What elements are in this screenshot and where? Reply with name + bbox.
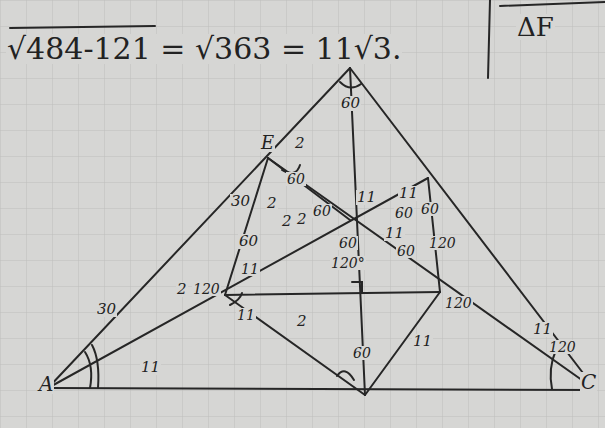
measure-label: 60	[338, 236, 358, 250]
measure-label: 120	[548, 340, 577, 354]
measure-label: 2	[294, 136, 306, 151]
measure-label: 30	[96, 302, 117, 317]
measure-label: 60	[352, 346, 372, 360]
measure-label: 60	[420, 202, 440, 216]
measure-label: 11	[412, 334, 433, 349]
measure-label: 120	[428, 236, 457, 250]
measure-label: 2	[266, 196, 278, 211]
measure-label: 60	[238, 234, 259, 249]
measure-label: 60	[340, 96, 361, 111]
measure-label: 120	[444, 296, 473, 310]
measure-label: 11	[236, 308, 256, 322]
vertex-label: C	[580, 372, 597, 392]
measure-label: 2	[281, 214, 293, 229]
measure-label: 30	[230, 194, 251, 209]
vertex-label: A	[38, 374, 54, 394]
measure-label: 11	[240, 262, 260, 276]
measure-label: 11	[384, 226, 405, 241]
formula: √484-121 = √363 = 11√3.	[6, 34, 402, 64]
measure-label: 11	[356, 190, 377, 205]
measure-label: 120	[192, 282, 221, 296]
measure-label: 60	[286, 172, 306, 186]
measure-label: 2	[176, 282, 188, 297]
measure-label: 11	[532, 322, 553, 337]
measure-label: 2	[296, 314, 308, 329]
measure-label: 11	[140, 360, 161, 375]
measure-label: 11	[398, 186, 419, 201]
measure-label: 120°	[330, 256, 366, 270]
vertex-label: E	[260, 134, 275, 152]
triangle-note: ΔF	[516, 14, 555, 40]
measure-label: 60	[394, 206, 414, 220]
measure-label: 60	[312, 204, 332, 218]
measure-label: 60	[396, 244, 416, 258]
measure-label: 2	[296, 212, 308, 227]
